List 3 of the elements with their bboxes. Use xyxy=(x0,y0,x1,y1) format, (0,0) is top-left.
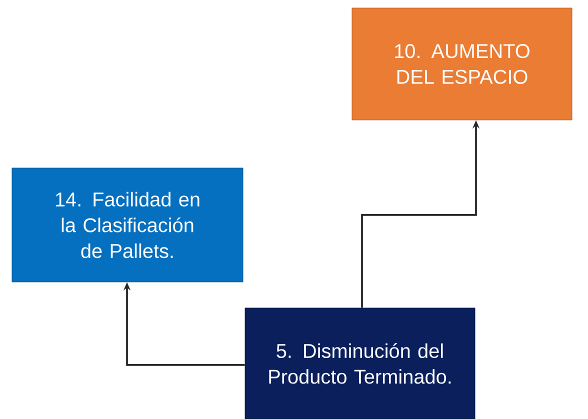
process-box: 10. AUMENTO DEL ESPACIO xyxy=(352,8,572,120)
process-box: 14. Facilidad en la Clasificación de Pallets. xyxy=(12,168,244,282)
process-box: 5. Disminución del Producto Terminado. xyxy=(244,308,476,419)
